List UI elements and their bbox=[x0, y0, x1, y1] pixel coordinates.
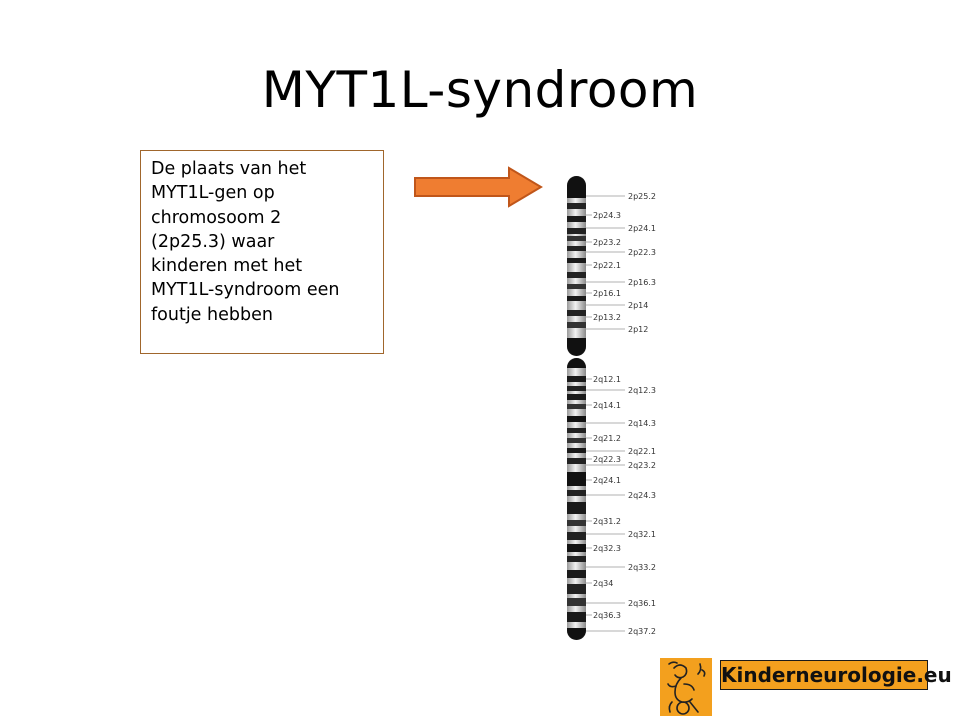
chromosome-band bbox=[567, 598, 586, 606]
band-label: 2q37.2 bbox=[628, 627, 656, 636]
band-label: 2q22.1 bbox=[628, 447, 656, 456]
chromosome-band bbox=[567, 284, 586, 289]
band-label-left: 2p24.3 bbox=[593, 211, 621, 220]
band-label: 2p24.1 bbox=[628, 224, 656, 233]
band-label-left: 2q21.2 bbox=[593, 434, 621, 443]
chromosome-band bbox=[567, 236, 586, 241]
child-figure-icon bbox=[667, 661, 706, 715]
q-arm bbox=[567, 358, 586, 640]
band-label-left: 2q34 bbox=[593, 579, 613, 588]
chromosome-band bbox=[567, 472, 586, 486]
band-label-left: 2q36.3 bbox=[593, 611, 621, 620]
band-label: 2p22.3 bbox=[628, 248, 656, 257]
info-line: MYT1L-gen op bbox=[151, 183, 275, 204]
band-label: 2q23.2 bbox=[628, 461, 656, 470]
chromosome-band bbox=[567, 490, 586, 496]
chromosome-band bbox=[567, 532, 586, 540]
chromosome-band bbox=[567, 428, 586, 433]
info-line: (2p25.3) waar bbox=[151, 231, 275, 252]
band-label-left: 2p16.1 bbox=[593, 289, 621, 298]
chromosome-band bbox=[567, 502, 586, 514]
chromosome-band bbox=[567, 358, 586, 368]
chromosome-band bbox=[567, 228, 586, 234]
info-line: De plaats van het bbox=[151, 159, 307, 179]
chromosome-band bbox=[567, 216, 586, 222]
band-label-left: 2q31.2 bbox=[593, 517, 621, 526]
chromosome-band bbox=[567, 272, 586, 278]
band-label: 2q14.3 bbox=[628, 419, 656, 428]
band-label-left: 2q14.1 bbox=[593, 401, 621, 410]
chromosome-band bbox=[567, 628, 586, 640]
chromosome-band bbox=[567, 386, 586, 391]
info-box: De plaats van het MYT1L-gen op chromosoo… bbox=[140, 150, 384, 354]
band-label: 2p14 bbox=[628, 301, 648, 310]
chromosome-band bbox=[567, 203, 586, 209]
band-label: 2p25.2 bbox=[628, 192, 656, 201]
chromosome-band bbox=[567, 376, 586, 382]
band-label: 2q24.3 bbox=[628, 491, 656, 500]
chromosome-band bbox=[567, 310, 586, 316]
band-label: 2q12.3 bbox=[628, 386, 656, 395]
pointer-arrow bbox=[414, 166, 543, 208]
logo-text: Kinderneurologie.eu bbox=[721, 663, 952, 687]
chromosome-band bbox=[567, 296, 586, 301]
band-label-left: 2p13.2 bbox=[593, 313, 621, 322]
info-line: foutje hebben bbox=[151, 304, 273, 325]
chromosome-band bbox=[567, 394, 586, 400]
chromosome-band bbox=[567, 416, 586, 422]
band-label-left: 2p22.1 bbox=[593, 261, 621, 270]
chromosome-band bbox=[567, 458, 586, 464]
logo-text-box: Kinderneurologie.eu bbox=[720, 660, 952, 690]
chromosome-band bbox=[567, 258, 586, 263]
chromosome-band bbox=[567, 570, 586, 578]
chromosome-band bbox=[567, 556, 586, 562]
chromosome-band bbox=[567, 448, 586, 453]
chromosome-2-ideogram: 2p24.3 2p23.2 2p22.1 2p16.1 2p13.2 2q12.1 2q14… bbox=[567, 176, 656, 640]
band-label: 2q33.2 bbox=[628, 563, 656, 572]
chromosome-band bbox=[567, 404, 586, 409]
band-label: 2q32.1 bbox=[628, 530, 656, 539]
chromosome-band bbox=[567, 520, 586, 526]
band-label-left: 2q32.3 bbox=[593, 544, 621, 553]
chromosome-band bbox=[567, 612, 586, 622]
chromosome-band bbox=[567, 176, 586, 198]
band-label-left: 2q24.1 bbox=[593, 476, 621, 485]
band-label-left: 2q22.3 bbox=[593, 455, 621, 464]
info-line: MYT1L-syndroom een bbox=[151, 280, 340, 301]
chromosome-band bbox=[567, 544, 586, 552]
band-label: 2q36.1 bbox=[628, 599, 656, 608]
arrow-shape bbox=[414, 166, 543, 208]
info-line: kinderen met het bbox=[151, 256, 303, 277]
band-label: 2p16.3 bbox=[628, 278, 656, 287]
band-label-left: 2q12.1 bbox=[593, 375, 621, 384]
band-label-left: 2p23.2 bbox=[593, 238, 621, 247]
chromosome-band bbox=[567, 584, 586, 594]
chromosome-band bbox=[567, 246, 586, 251]
band-label: 2p12 bbox=[628, 325, 648, 334]
chromosome-band bbox=[567, 338, 586, 356]
info-line: chromosoom 2 bbox=[151, 207, 282, 228]
chromosome-band bbox=[567, 438, 586, 443]
chromosome-band bbox=[567, 322, 586, 328]
logo-figure bbox=[660, 658, 712, 716]
slide-title: MYT1L-syndroom bbox=[261, 61, 699, 119]
